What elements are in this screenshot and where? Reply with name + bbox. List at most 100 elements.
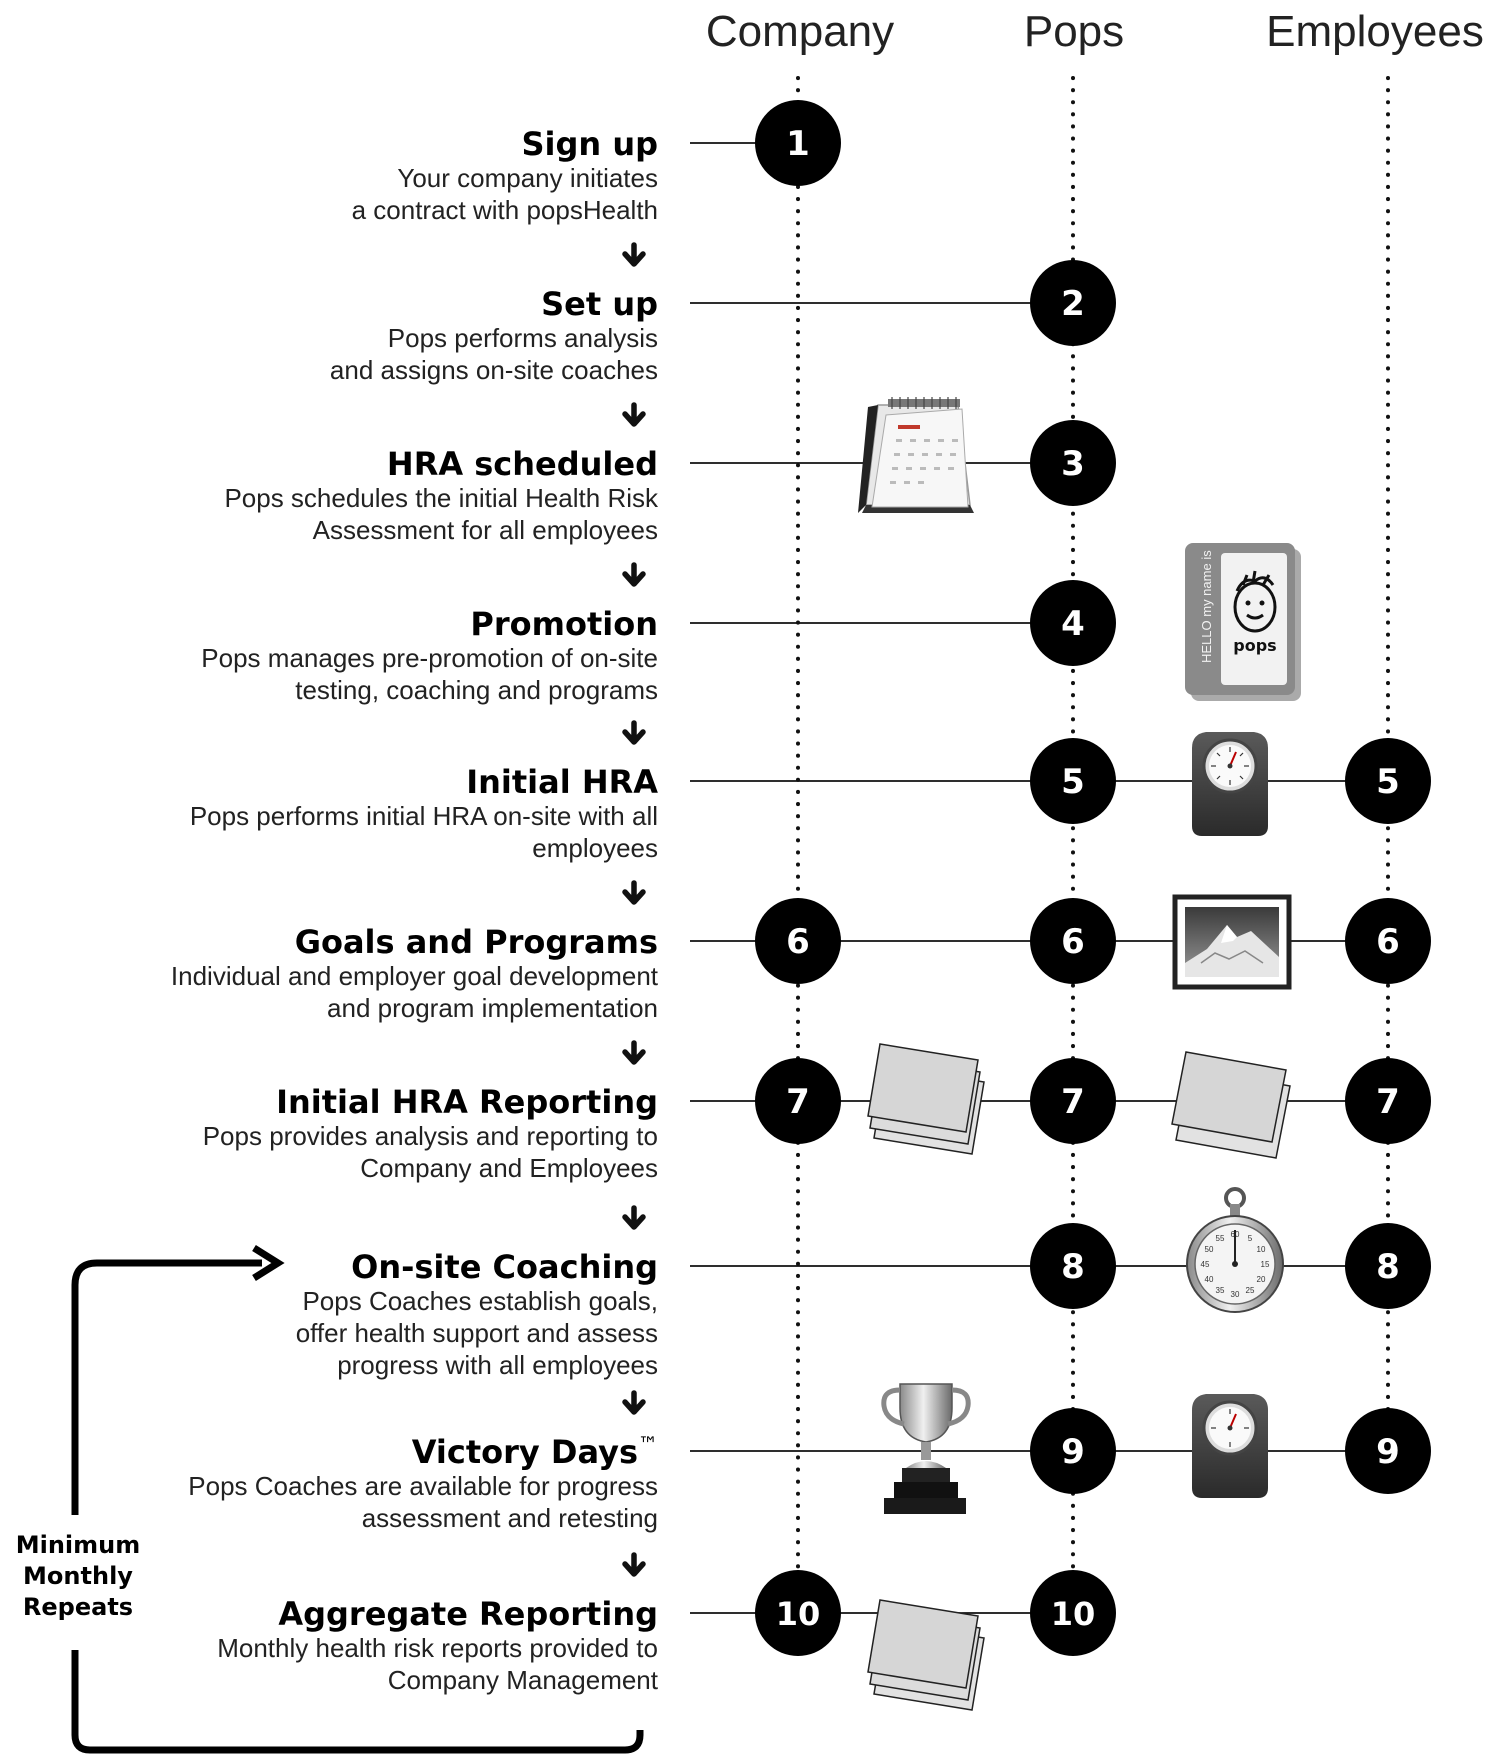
swimlane-lines — [796, 76, 1390, 1582]
step-node-employees — [1345, 738, 1431, 824]
step-node-company — [755, 100, 841, 186]
step-description-line: employees — [532, 833, 658, 863]
repeat-label-line-1: Minimum — [16, 1531, 141, 1559]
report-pair-icon — [1171, 1051, 1291, 1159]
step-node-pops — [1030, 420, 1116, 506]
column-header-employees: Employees — [1266, 7, 1484, 56]
step-node-number: 7 — [786, 1082, 810, 1122]
down-arrow-icon — [622, 880, 646, 905]
repeat-loop-arrowhead — [252, 1245, 285, 1281]
step-description-line: a contract with popsHealth — [352, 195, 658, 225]
step-node-number: 2 — [1061, 284, 1085, 324]
step-title: Victory Days™ — [412, 1432, 658, 1471]
down-arrow-icon — [622, 1205, 646, 1230]
step-node-number: 10 — [1051, 1595, 1096, 1633]
step-node-employees — [1345, 1408, 1431, 1494]
stopwatch-numeral: 45 — [1201, 1260, 1210, 1269]
step-description-line: Pops provides analysis and reporting to — [203, 1121, 658, 1151]
down-arrow-icon — [622, 1552, 646, 1577]
step-node-pops — [1030, 1058, 1116, 1144]
step-title: Set up — [541, 285, 658, 323]
step-node-number: 6 — [1376, 922, 1400, 962]
stopwatch-numeral: 15 — [1261, 1260, 1270, 1269]
down-arrow-icon — [622, 720, 646, 745]
repeat-loop: Minimum Monthly Repeats — [16, 1245, 644, 1754]
step-node-pops — [1030, 1223, 1116, 1309]
step-title: HRA scheduled — [387, 445, 658, 483]
step-node-employees — [1345, 1058, 1431, 1144]
step-node-pops — [1030, 1570, 1116, 1656]
step-description-line: and program implementation — [327, 993, 658, 1023]
down-arrow-icon — [622, 402, 646, 427]
step-title: Initial HRA Reporting — [276, 1083, 658, 1121]
step-node-number: 3 — [1061, 444, 1085, 484]
stopwatch-numeral: 25 — [1246, 1286, 1255, 1295]
step-node-pops — [1030, 260, 1116, 346]
step-description-line: Pops manages pre-promotion of on-site — [201, 643, 658, 673]
repeat-loop-bracket — [71, 1259, 262, 1515]
step-description-line: Pops schedules the initial Health Risk — [224, 483, 659, 513]
stopwatch-numeral: 5 — [1248, 1234, 1253, 1243]
step-node-number: 6 — [1061, 922, 1085, 962]
step-description-line: Pops performs initial HRA on-site with a… — [190, 801, 658, 831]
step-description-line: Your company initiates — [397, 163, 658, 193]
column-header-pops: Pops — [1024, 7, 1124, 56]
step-description-line: Company and Employees — [360, 1153, 658, 1183]
step-node-number: 7 — [1376, 1082, 1400, 1122]
stopwatch-numeral: 55 — [1216, 1234, 1225, 1243]
step-description-line: Monthly health risk reports provided to — [217, 1633, 658, 1663]
step-node-number: 7 — [1061, 1082, 1085, 1122]
step-node-number: 9 — [1376, 1432, 1400, 1472]
step-description-line: testing, coaching and programs — [295, 675, 658, 705]
stopwatch-numeral: 30 — [1231, 1290, 1240, 1299]
step-node-number: 1 — [786, 124, 810, 164]
framed-picture-icon — [1172, 894, 1292, 990]
scale-icon — [1192, 1394, 1268, 1498]
step-title: Sign up — [521, 125, 658, 163]
step-node-number: 9 — [1061, 1432, 1085, 1472]
repeat-label-line-2: Monthly — [23, 1562, 133, 1590]
repeat-loop-bottom — [71, 1650, 644, 1754]
badge-brand: pops — [1233, 636, 1276, 655]
step-node-company — [755, 1058, 841, 1144]
step-description-line: Pops Coaches are available for progress — [188, 1471, 658, 1501]
report-stack-icon — [867, 1599, 985, 1711]
step-description-line: offer health support and assess — [296, 1318, 658, 1348]
step-title: Promotion — [470, 605, 658, 643]
repeat-label-line-3: Repeats — [23, 1593, 133, 1621]
step-description-line: Individual and employer goal development — [171, 961, 659, 991]
step-node-employees — [1345, 898, 1431, 984]
step-title: Aggregate Reporting — [278, 1595, 658, 1633]
step-node-employees — [1345, 1223, 1431, 1309]
step-node-number: 6 — [786, 922, 810, 962]
trophy-icon — [881, 1383, 971, 1514]
name-badge-icon: HELLO my name is pops — [1185, 543, 1301, 701]
stopwatch-numeral: 50 — [1205, 1245, 1214, 1254]
step-title: Initial HRA — [466, 763, 658, 801]
step-title: Goals and Programs — [295, 923, 658, 961]
step-description-line: progress with all employees — [337, 1350, 658, 1380]
step-node-number: 8 — [1376, 1247, 1400, 1287]
calendar-icon — [858, 397, 974, 513]
step-node-number: 8 — [1061, 1247, 1085, 1287]
trademark-mark: ™ — [638, 1432, 658, 1456]
down-arrow-icon — [622, 1390, 646, 1415]
step-node-number: 4 — [1061, 604, 1085, 644]
step-node-number: 5 — [1376, 762, 1400, 802]
step-description-line: Assessment for all employees — [313, 515, 658, 545]
step-title: On-site Coaching — [351, 1248, 658, 1286]
step-description-line: assessment and retesting — [362, 1503, 658, 1533]
column-header-company: Company — [706, 7, 894, 56]
report-stack-icon — [867, 1043, 985, 1155]
